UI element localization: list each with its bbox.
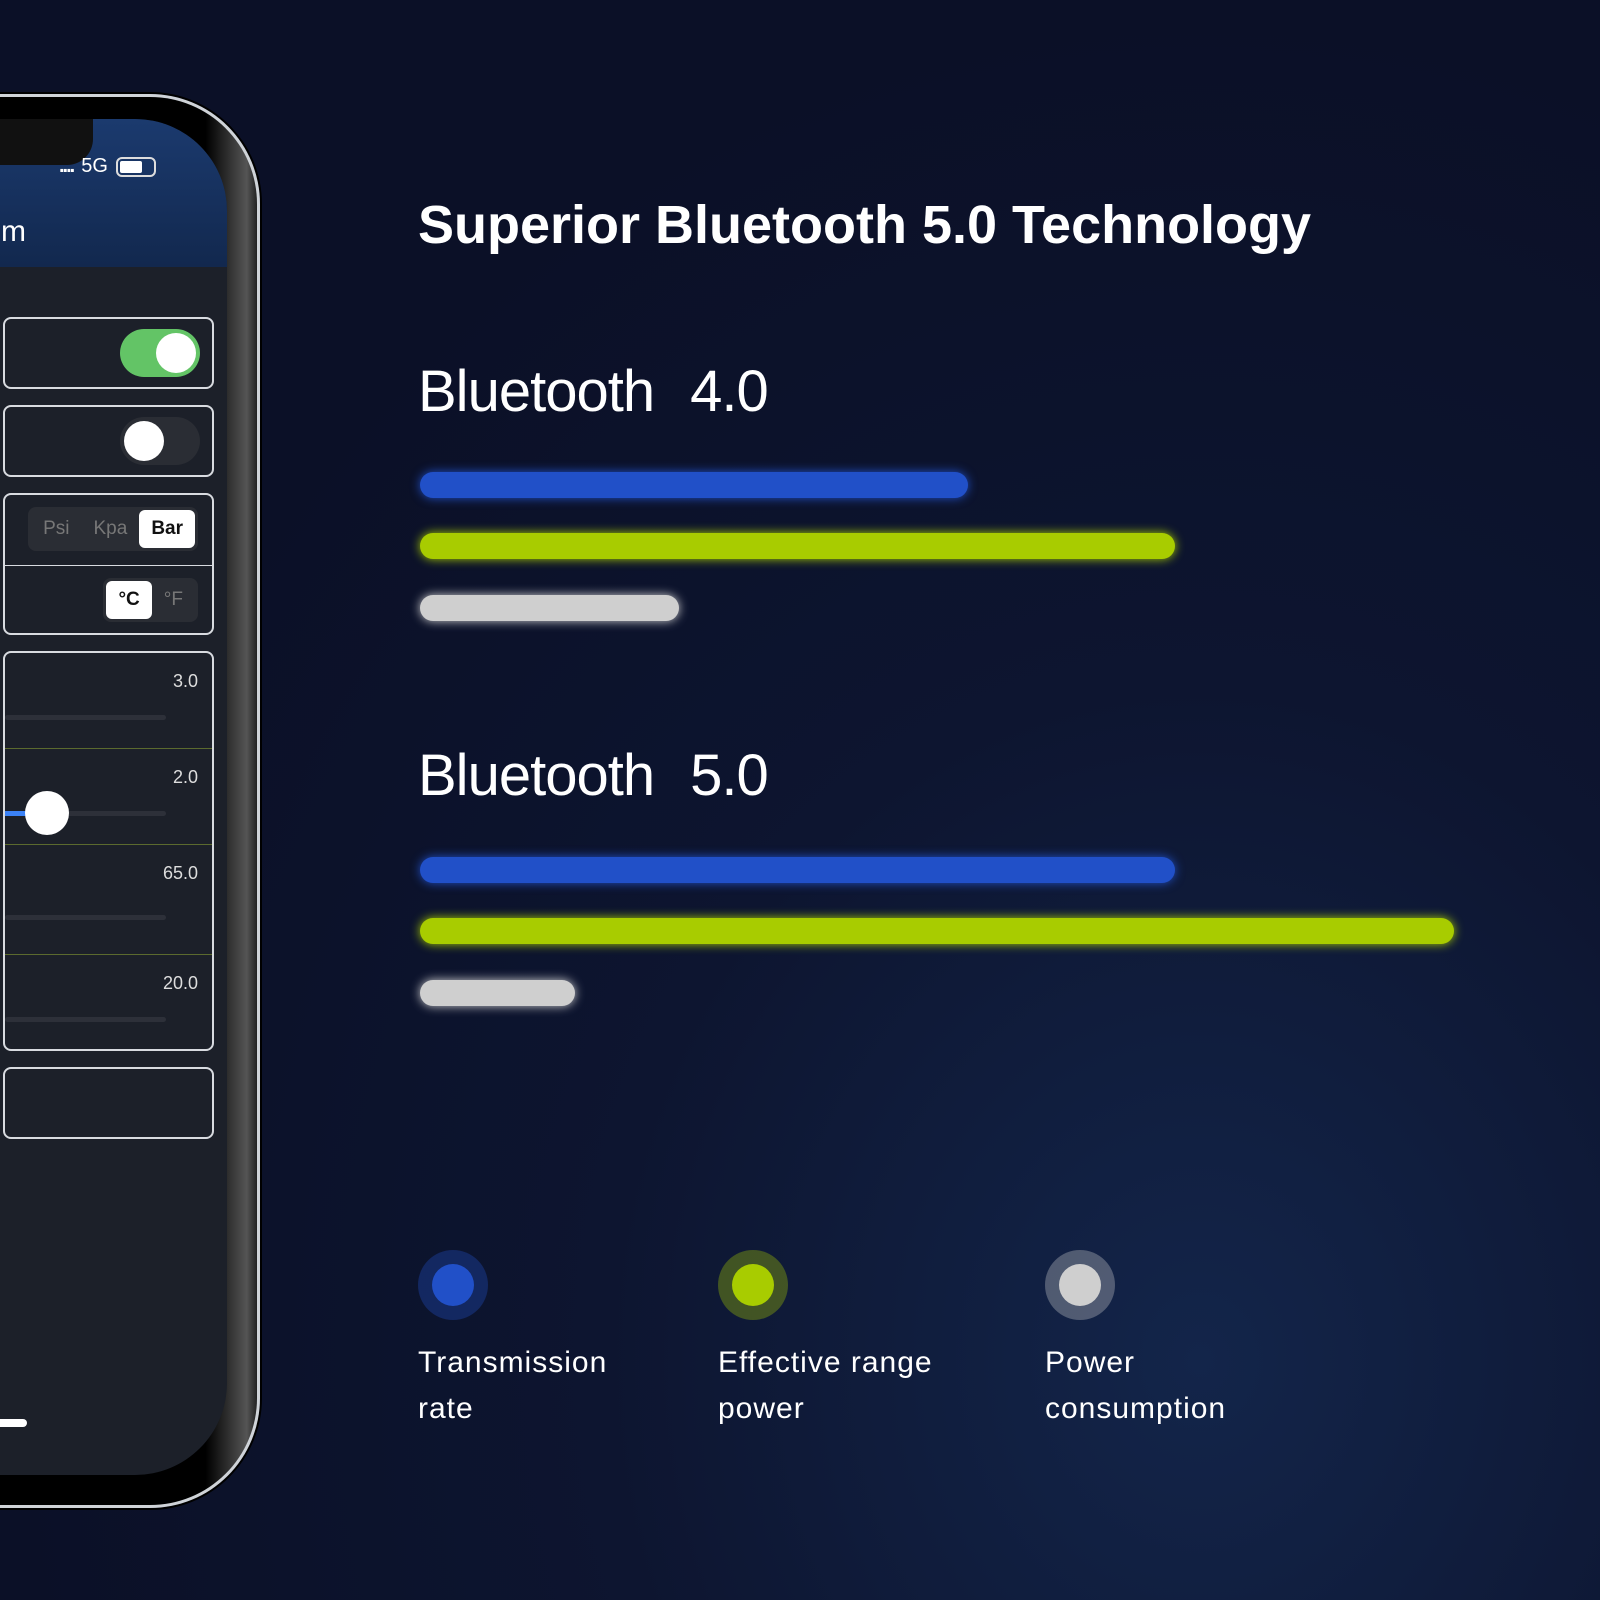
units-card: Psi Kpa Bar °C °F <box>3 493 214 635</box>
phone-mockup: .... 5G m Psi Kpa Bar °C °F 3.0 2.0 65.0… <box>0 94 260 1508</box>
unit-bar[interactable]: Bar <box>139 510 195 548</box>
slider-row: 3.0 <box>5 653 212 749</box>
legend-dot-icon <box>718 1250 788 1320</box>
slider-thumb[interactable] <box>25 791 69 835</box>
slider-track[interactable] <box>5 791 166 835</box>
bt5-heading: Bluetooth 5.0 <box>418 742 769 809</box>
bar-effective-range-power-bt5.0 <box>420 918 1454 944</box>
bt-name: Bluetooth <box>418 743 655 808</box>
bt4-heading: Bluetooth 4.0 <box>418 358 769 425</box>
slider-fill <box>5 811 29 816</box>
unit-kpa[interactable]: Kpa <box>93 518 128 539</box>
legend-label: Power <box>1045 1346 1136 1379</box>
slider-value: 2.0 <box>172 767 198 787</box>
divider <box>5 565 212 566</box>
notch <box>0 119 93 165</box>
bar-power-consumption-bt5.0 <box>420 980 576 1006</box>
legend-label: Effective range <box>718 1346 933 1379</box>
network-label: 5G <box>81 155 108 177</box>
setting-card-empty[interactable] <box>3 1067 214 1139</box>
slider-track[interactable] <box>5 1017 166 1022</box>
unit-psi[interactable]: Psi <box>43 518 70 539</box>
pressure-unit-selector[interactable]: Psi Kpa Bar <box>28 507 198 551</box>
slider-value: 65.0 <box>162 863 198 883</box>
legend-label: power <box>718 1392 805 1425</box>
status-bar: .... 5G <box>59 155 156 178</box>
slider-row: 20.0 <box>5 955 212 1051</box>
page-title: Superior Bluetooth 5.0 Technology <box>418 195 1312 255</box>
temp-unit-selector[interactable]: °C °F <box>103 578 198 622</box>
legend-dot-icon <box>1045 1250 1115 1320</box>
phone-screen: .... 5G m Psi Kpa Bar °C °F 3.0 2.0 65.0… <box>0 119 227 1475</box>
legend-dot-icon <box>418 1250 488 1320</box>
bar-transmission-rate-bt5.0 <box>420 857 1175 883</box>
home-indicator <box>0 1419 27 1427</box>
setting-card-2 <box>3 405 214 477</box>
battery-icon <box>115 156 156 177</box>
legend-item: Transmission rate <box>418 1250 658 1432</box>
setting-card-1 <box>3 317 214 389</box>
legend-label: rate <box>418 1392 474 1425</box>
slider-card: 3.0 2.0 65.0 20.0 <box>3 651 214 1051</box>
slider-value: 20.0 <box>162 973 198 993</box>
unit-celsius[interactable]: °C <box>106 581 152 619</box>
app-title: m <box>1 215 26 248</box>
toggle-off[interactable] <box>120 417 200 465</box>
slider-track[interactable] <box>5 715 166 720</box>
bar-power-consumption-bt4.0 <box>420 595 679 621</box>
legend-item: Power consumption <box>1045 1250 1285 1432</box>
bt-version: 5.0 <box>690 743 769 808</box>
legend-label: consumption <box>1045 1392 1227 1425</box>
unit-fahrenheit[interactable]: °F <box>163 589 183 610</box>
slider-track[interactable] <box>5 915 166 920</box>
legend-label: Transmission <box>418 1346 608 1379</box>
bar-effective-range-power-bt4.0 <box>420 533 1175 559</box>
bar-transmission-rate-bt4.0 <box>420 472 969 498</box>
slider-row: 65.0 <box>5 845 212 955</box>
legend-item: Effective range power <box>718 1250 958 1432</box>
bt-version: 4.0 <box>690 359 769 424</box>
bt-name: Bluetooth <box>418 359 655 424</box>
toggle-on[interactable] <box>120 329 200 377</box>
signal-icon: .... <box>59 155 75 177</box>
slider-row: 2.0 <box>5 749 212 845</box>
slider-value: 3.0 <box>172 671 198 691</box>
